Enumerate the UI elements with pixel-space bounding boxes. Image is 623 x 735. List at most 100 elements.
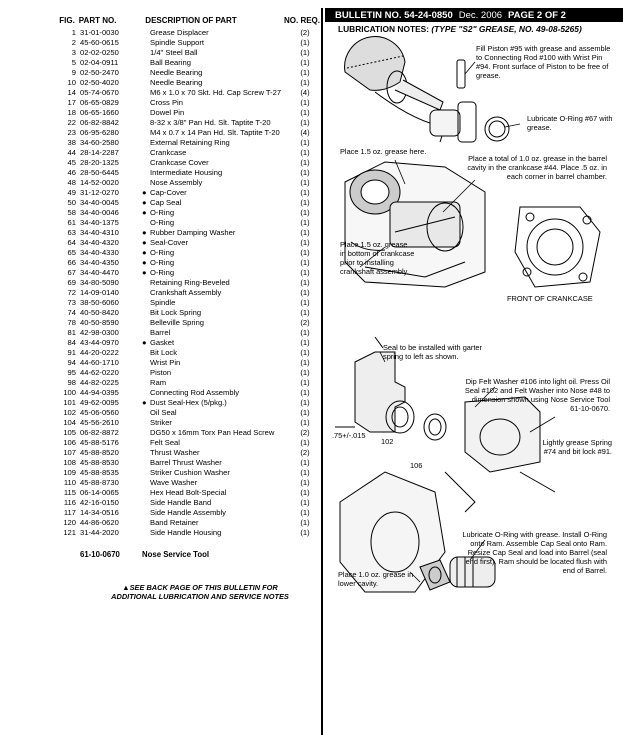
part-no-cell: 44-60-1710 [80,358,119,367]
note-fill-piston: Fill Piston #95 with grease and assemble… [476,44,611,80]
description-cell: Rubber Damping Washer [150,228,236,237]
fig-cell: 2 [71,38,76,47]
description-cell: O-Ring [150,248,175,257]
note-barrel-cavity: Place a total of 1.0 oz. grease in the b… [467,154,607,181]
description-cell: DG50 x 16mm Torx Pan Head Screw [150,428,275,437]
kit-marker [142,448,150,458]
parts-list-header: FIG. PART NO. DESCRIPTION OF PART NO. RE… [52,16,322,28]
note-lubricate-ram: Lubricate O-Ring with grease. Install O-… [462,530,607,575]
part-no-cell: 02-02-0250 [80,48,119,57]
crankshaft-gear-illustration [344,36,477,143]
fig-cell: 109 [63,468,76,477]
part-no-cell: 02-50-4020 [80,78,119,87]
qty-cell: (1) [300,238,310,247]
fig-cell: 61 [67,218,76,227]
part-no-cell: 34-40-4470 [80,268,119,277]
part-no-cell: 42-98-0300 [80,328,119,337]
part-no-cell: 31-01-0030 [80,28,119,37]
kit-marker [142,218,150,228]
description-cell: Crankcase Cover [150,158,209,167]
part-no-cell: 40-50-8590 [80,318,119,327]
part-no-cell: 34-40-4310 [80,228,119,237]
part-no-cell: 06-82-8872 [80,428,119,437]
part-no-cell: 14-34-0516 [80,508,119,517]
kit-marker [142,478,150,488]
lubrication-heading: LUBRICATION NOTES: (TYPE "S2" GREASE, NO… [338,24,582,34]
fig-cell: 94 [67,358,76,367]
fig-cell: 14 [67,88,76,97]
description-cell: 8-32 x 3/8" Pan Hd. Slt. Taptite T-20 [150,118,271,127]
oil-seal-102-illustration [385,400,415,434]
description-header: DESCRIPTION OF PART [145,16,237,25]
description-cell: Barrel Thrust Washer [150,458,222,467]
part-no-cell: 28-20-1325 [80,158,119,167]
fig-cell: 78 [67,318,76,327]
part-no-cell: 02-04-0911 [80,58,119,67]
description-cell: Band Retainer [150,518,199,527]
kit-marker [142,138,150,148]
fig-cell: 23 [67,128,76,137]
fig-cell: 69 [67,278,76,287]
qty-cell: (1) [300,78,310,87]
qty-cell: (4) [300,128,310,137]
tool-row: 61-10-0670 Nose Service Tool [52,550,209,559]
kit-marker: ● [142,398,147,407]
fig-cell: 108 [63,458,76,467]
fig-cell: 84 [67,338,76,347]
part-no-cell: 34-60-2580 [80,138,119,147]
description-cell: Ram [150,378,167,387]
qty-cell: (2) [300,318,310,327]
kit-marker [142,28,150,38]
description-cell: Barrel [150,328,171,337]
qty-cell: (1) [300,418,310,427]
part-no-cell: 34-40-1375 [80,218,119,227]
kit-marker [142,178,150,188]
fig-cell: 22 [67,118,76,127]
part-no-cell: 34-40-4330 [80,248,119,257]
description-cell: Piston [150,368,172,377]
felt-washer-106-illustration [423,413,447,441]
description-cell: O-Ring [150,258,175,267]
description-cell: M4 x 0.7 x 14 Pan Hd. Slt. Taptite T-20 [150,128,280,137]
part-no-cell: 06-65-0829 [80,98,119,107]
part-no-cell: 14-09-0140 [80,288,119,297]
fig-cell: 44 [67,148,76,157]
fig-cell: 9 [71,68,76,77]
kit-marker [142,68,150,78]
part-no-cell: 49-62-0095 [80,398,119,407]
description-cell: Spindle [150,298,176,307]
fig-cell: 38 [67,138,76,147]
bulletin-number: BULLETIN NO. 54-24-0850 [335,9,453,21]
kit-marker [142,378,150,388]
kit-marker: ● [142,208,147,217]
kit-marker [142,158,150,168]
qty-cell: (1) [300,378,310,387]
fig-cell: 81 [67,328,76,337]
fig-cell: 58 [67,208,76,217]
description-cell: Side Handle Band [150,498,212,507]
part-no-cell: 28-14-2287 [80,148,119,157]
kit-marker [142,498,150,508]
description-cell: Seal-Cover [150,238,188,247]
fig-cell: 91 [67,348,76,357]
